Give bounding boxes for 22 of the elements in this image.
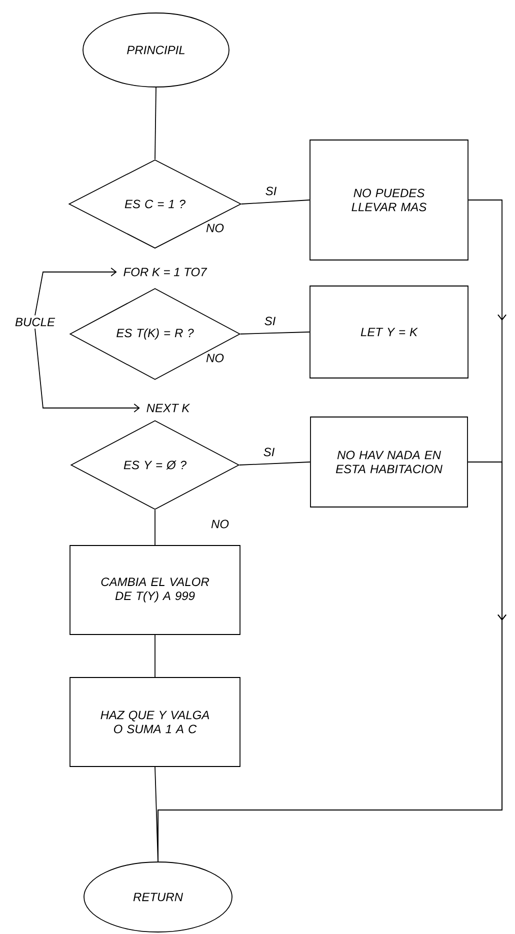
process-box: NO PUEDES LLEVAR MAS: [310, 140, 468, 260]
connector-line: [239, 462, 310, 466]
loop-label: BUCLE: [15, 318, 56, 326]
connector-arrow: [34, 268, 117, 316]
process-box: CAMBIA EL VALOR DE T(Y) A 999: [70, 545, 240, 635]
edge-label: NO: [211, 520, 229, 528]
process-box: NO HAV NADA EN ESTA HABITACION: [310, 416, 468, 508]
connector-line: [154, 509, 156, 546]
edge-label: SI: [264, 316, 276, 326]
process-box: LET Y = K: [310, 286, 468, 378]
loop-text: FOR K = 1 TO7: [124, 268, 208, 276]
loop-text: NEXT K: [146, 404, 190, 412]
branch-label: NO: [206, 224, 224, 232]
connector-line: [154, 87, 156, 160]
branch-label: NO: [206, 354, 224, 362]
connector-arrow: [34, 328, 140, 412]
connector-line: [154, 634, 156, 678]
connector-line: [241, 200, 310, 204]
edge-label: SI: [266, 186, 277, 196]
process-box: HAZ QUE Y VALGA O SUMA 1 A C: [70, 677, 240, 767]
edge-label: SI: [264, 448, 275, 456]
connector-line: [240, 332, 310, 334]
